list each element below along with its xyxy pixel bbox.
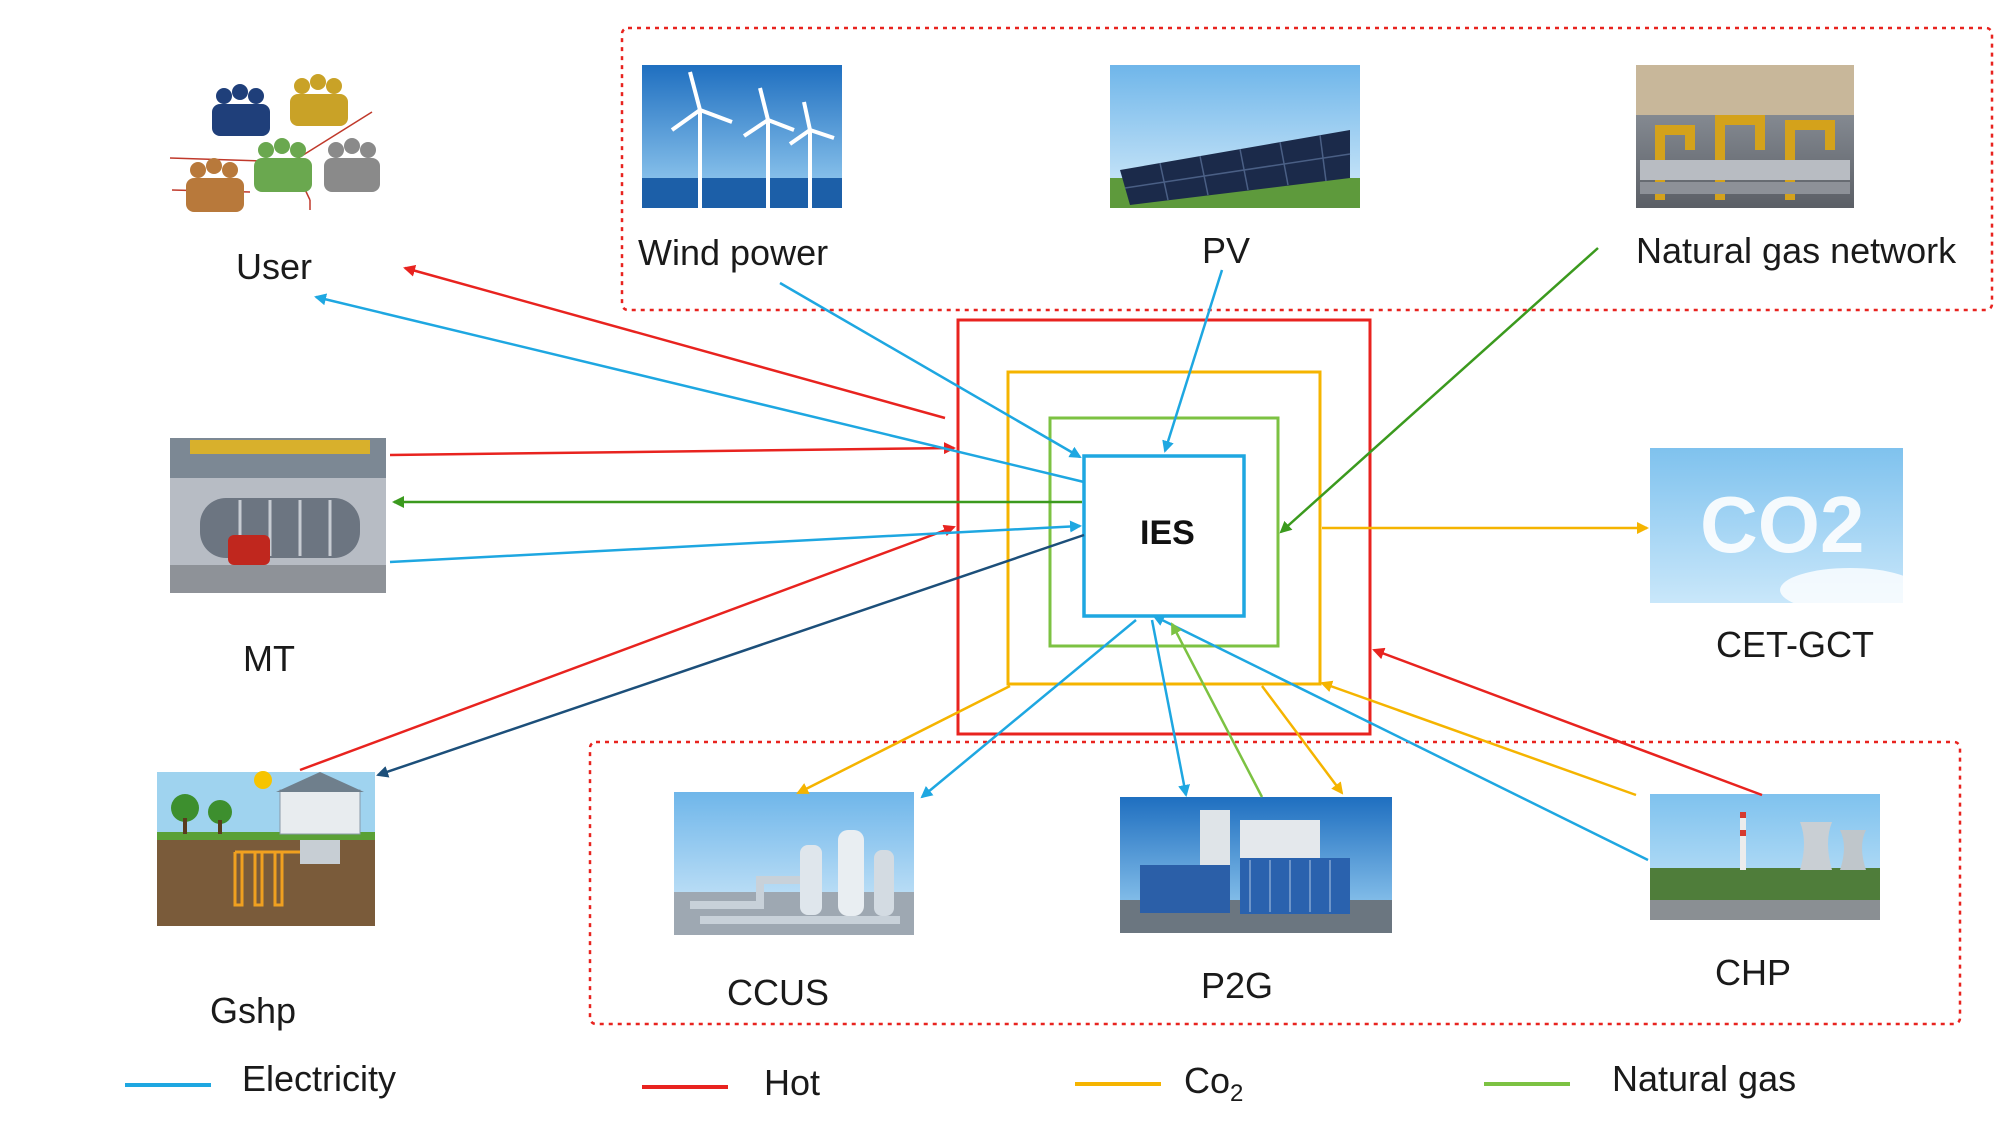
ies-label: IES (1140, 514, 1195, 552)
legend-electricity-swatch (125, 1083, 211, 1087)
legend-heat-swatch (642, 1085, 728, 1089)
ground-source-heat-pump-picture (157, 771, 375, 926)
wind-turbine-picture (642, 65, 842, 208)
solar-panel-picture (1110, 65, 1360, 208)
heat-flow-mt-to-ies (389, 442, 956, 457)
elec-flow-ies-to-gshp (376, 533, 1085, 778)
legend-heat-label: Hot (764, 1062, 821, 1103)
co2-flow-chp-to-ies (1320, 680, 1637, 797)
p2g-label: P2G (1201, 965, 1274, 1006)
pv-label: PV (1202, 230, 1251, 271)
natural-gas-network-label: Natural gas network (1636, 230, 1957, 271)
legend-co2-swatch (1075, 1082, 1161, 1086)
elec-flow-mt-to-ies (389, 520, 1082, 564)
gshp-label: Gshp (210, 990, 297, 1031)
equipment-group-box (588, 740, 1962, 1026)
elec-flow-ies-to-ccus (920, 619, 1137, 799)
co2-sky-text: CO2 (1700, 480, 1865, 569)
chp-plant-picture (1650, 794, 1880, 920)
mt-label: MT (243, 638, 295, 679)
legend-co2-text: Co (1184, 1060, 1231, 1101)
co2-sky-picture: CO2 (1650, 448, 1920, 612)
elec-flow-ies-to-p2g (1150, 619, 1190, 797)
renewables-group-box (620, 26, 1994, 312)
co2-flow-ies-to-p2g (1260, 685, 1344, 795)
gas-flow-network-to-ies (1279, 247, 1599, 534)
heat-flow-ies-to-user (403, 264, 946, 420)
elec-flow-ies-to-user (314, 293, 1085, 484)
ccus-plant-picture (674, 792, 914, 935)
heat-flow-chp-to-ies (1372, 647, 1763, 797)
user-icon (169, 74, 380, 212)
legend-gas-swatch (1484, 1082, 1570, 1086)
elec-flow-chp-to-ies (1152, 614, 1649, 862)
elec-flow-wind-to-ies (779, 281, 1082, 459)
gas-pipeline-picture (1636, 65, 1854, 208)
micro-turbine-picture (170, 438, 386, 593)
elec-flow-pv-to-ies (1162, 269, 1224, 453)
legend-co2-label: Co2 (1184, 1060, 1243, 1108)
heat-flow-gshp-to-ies (299, 524, 956, 772)
ccus-label: CCUS (727, 972, 830, 1013)
legend-gas-label: Natural gas (1612, 1058, 1797, 1099)
cet-gct-label: CET-GCT (1716, 624, 1874, 665)
legend-electricity-label: Electricity (242, 1058, 397, 1099)
wind-power-label: Wind power (638, 232, 829, 273)
ies-gas-box (1048, 416, 1280, 648)
legend-co2-subscript: 2 (1230, 1080, 1244, 1108)
co2-flow-ies-to-ccus (796, 684, 1011, 795)
user-label: User (236, 246, 313, 287)
gas-flow-p2g-to-ies (1170, 622, 1264, 798)
chp-label: CHP (1715, 952, 1792, 993)
p2g-plant-picture (1120, 797, 1392, 933)
